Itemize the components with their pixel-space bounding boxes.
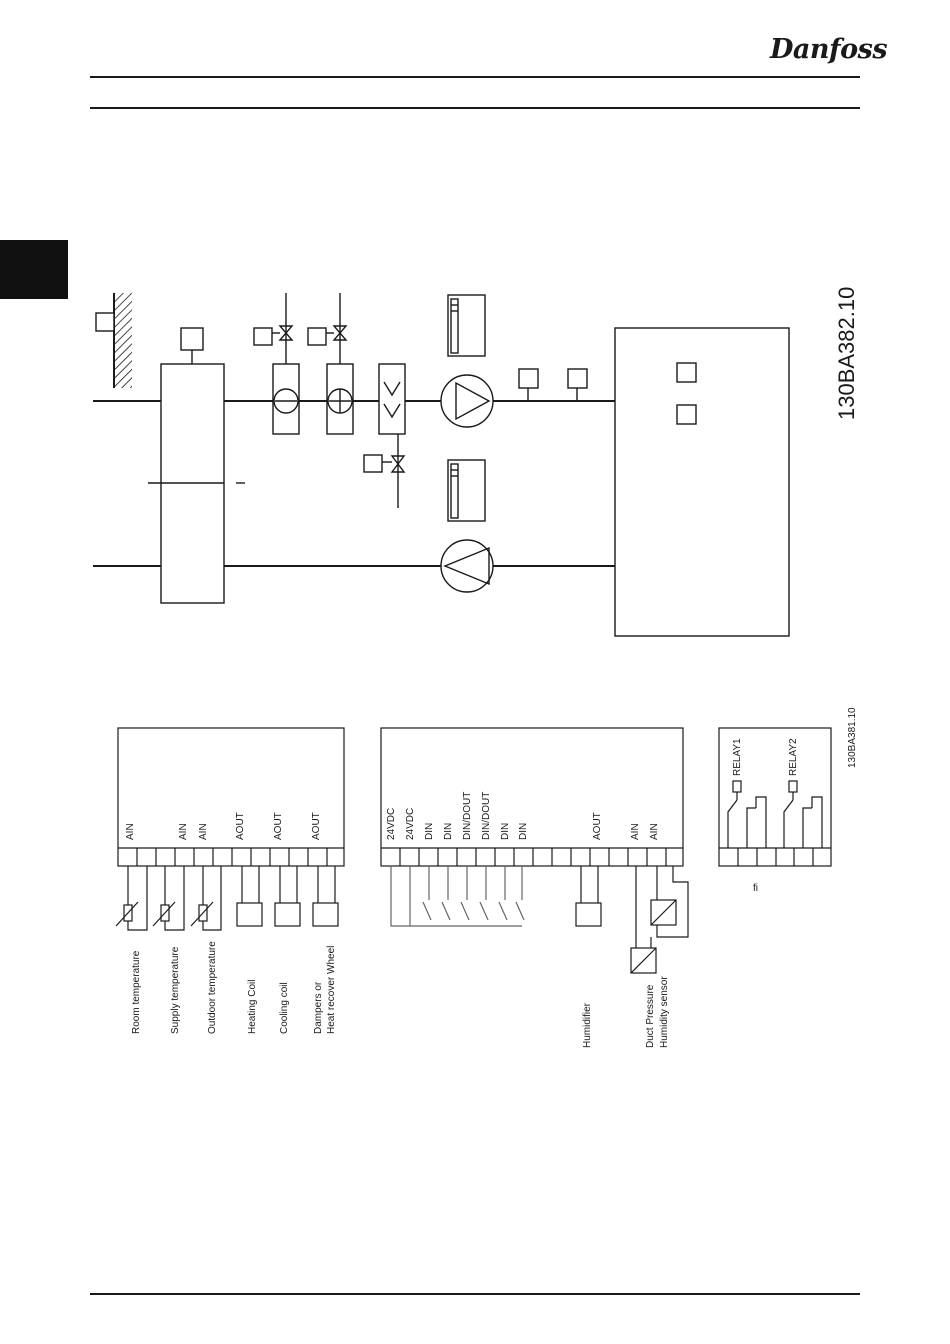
relay1-contact [728,781,766,848]
label-relay1: RELAY1 [732,738,743,776]
supply-fan [441,295,493,427]
cooling-coil-actuator [275,903,300,926]
damper-actuator-box [181,328,203,350]
p1-term-ain-2: AIN [178,823,189,840]
duct-sensor-1 [519,369,538,388]
room-sensor-2 [677,405,696,424]
p2-term-24vdc-1: 24VDC [386,808,397,840]
p1-term-aout-1: AOUT [235,812,246,840]
humidifier-actuator [576,903,601,926]
label-heating-coil: Heating Coil [247,980,258,1034]
p1-term-ain-3: AIN [198,823,209,840]
label-outdoor-temperature: Outdoor temperature [207,941,218,1034]
heating-coil-actuator [237,903,262,926]
label-humidity-sensor: Humidity sensor [659,976,670,1048]
p2-term-24vdc-2: 24VDC [405,808,416,840]
digital-input-switches [391,866,524,926]
label-supply-temperature: Supply temperature [170,946,181,1034]
panel2-terminal-dividers [400,848,666,866]
p1-term-aout-2: AOUT [273,812,284,840]
p2-term-aout: AOUT [592,812,603,840]
diagram-id-bottom: 130BA381.10 [847,707,858,768]
p2-term-dindout-1: DIN/DOUT [462,792,473,840]
p1-term-ain-1: AIN [125,823,136,840]
thermistor-supply [153,866,184,930]
humidifier [364,364,405,508]
p2-term-din-2: DIN [443,823,454,840]
label-humidifier: Humidifier [582,1002,593,1048]
thermistor-room [116,866,147,930]
diagram-id-top: 130BA382.10 [834,287,859,420]
p2-term-din-1: DIN [424,823,435,840]
label-cooling-coil: Cooling coil [279,982,290,1034]
air-handling-unit [93,293,789,636]
label-room-temperature: Room temperature [131,950,142,1034]
duct-sensor-2 [568,369,587,388]
damper-actuator [313,903,338,926]
panel1-terminal-dividers [137,848,327,866]
p2-term-ain-2: AIN [649,823,660,840]
wiring-diagram [116,728,831,973]
p2-term-din-4: DIN [518,823,529,840]
label-duct-pressure: Duct Pressure [645,984,656,1048]
wall-hatch [114,293,132,388]
return-fan [441,460,493,592]
room-box [615,328,789,636]
outdoor-sensor-box [96,313,114,331]
label-dampers-or: Dampers or [313,981,324,1034]
relay2-contact [784,781,822,848]
label-relay2: RELAY2 [788,738,799,776]
thermistor-outdoor [191,866,221,930]
label-heat-recover-wheel: Heat recover Wheel [326,946,337,1034]
p2-term-dindout-2: DIN/DOUT [481,792,492,840]
cooling-coil [308,293,353,434]
p2-term-din-3: DIN [500,823,511,840]
stray-glyph: fi [753,883,758,894]
p2-term-ain-1: AIN [630,823,641,840]
p1-term-aout-3: AOUT [311,812,322,840]
room-sensor-1 [677,363,696,382]
io-panel-analog [118,728,344,866]
io-panel-digital [381,728,683,866]
heating-coil [254,293,299,434]
